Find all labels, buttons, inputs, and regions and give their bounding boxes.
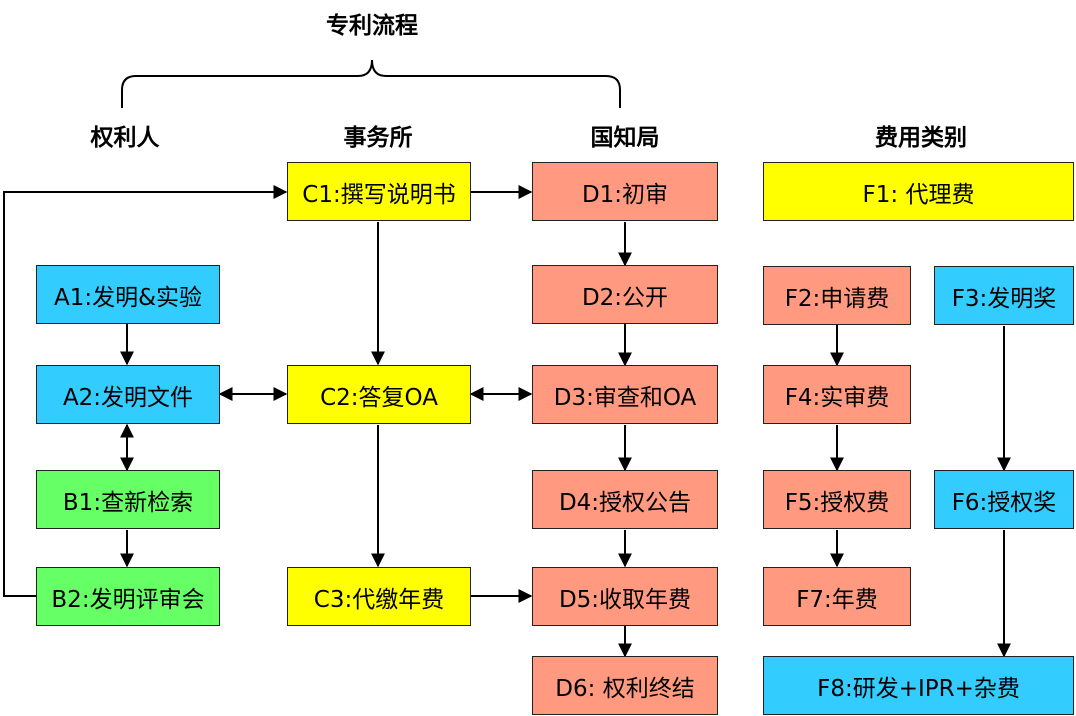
box-d4: D4:授权公告 — [532, 470, 718, 529]
arrow-b2-c1 — [3, 185, 288, 597]
diagram-title: 专利流程 — [326, 13, 418, 39]
box-f7: F7:年费 — [763, 567, 911, 626]
column-header-fees: 费用类别 — [875, 125, 967, 151]
box-d5: D5:收取年费 — [532, 567, 718, 626]
box-f6: F6:授权奖 — [934, 470, 1074, 529]
box-f4: F4:实审费 — [763, 365, 911, 424]
box-f5: F5:授权费 — [763, 470, 911, 529]
box-d2: D2:公开 — [532, 265, 718, 324]
box-c1: C1:撰写说明书 — [287, 162, 471, 221]
column-header-agency: 事务所 — [343, 125, 413, 151]
title-brace — [121, 59, 621, 108]
box-a2: A2:发明文件 — [36, 365, 220, 424]
box-b2: B2:发明评审会 — [36, 567, 220, 626]
box-f1: F1: 代理费 — [763, 162, 1074, 221]
column-header-holder: 权利人 — [90, 125, 160, 151]
box-c3: C3:代缴年费 — [287, 567, 471, 626]
box-d1: D1:初审 — [532, 162, 718, 221]
box-a1: A1:发明&实验 — [36, 265, 220, 324]
box-f3: F3:发明奖 — [934, 266, 1074, 325]
box-f8: F8:研发+IPR+杂费 — [763, 656, 1074, 715]
box-c2: C2:答复OA — [287, 365, 471, 424]
box-b1: B1:查新检索 — [36, 470, 220, 529]
box-d6: D6: 权利终结 — [532, 656, 718, 715]
box-d3: D3:审查和OA — [532, 365, 718, 424]
box-f2: F2:申请费 — [763, 266, 911, 325]
column-header-office: 国知局 — [590, 125, 660, 151]
